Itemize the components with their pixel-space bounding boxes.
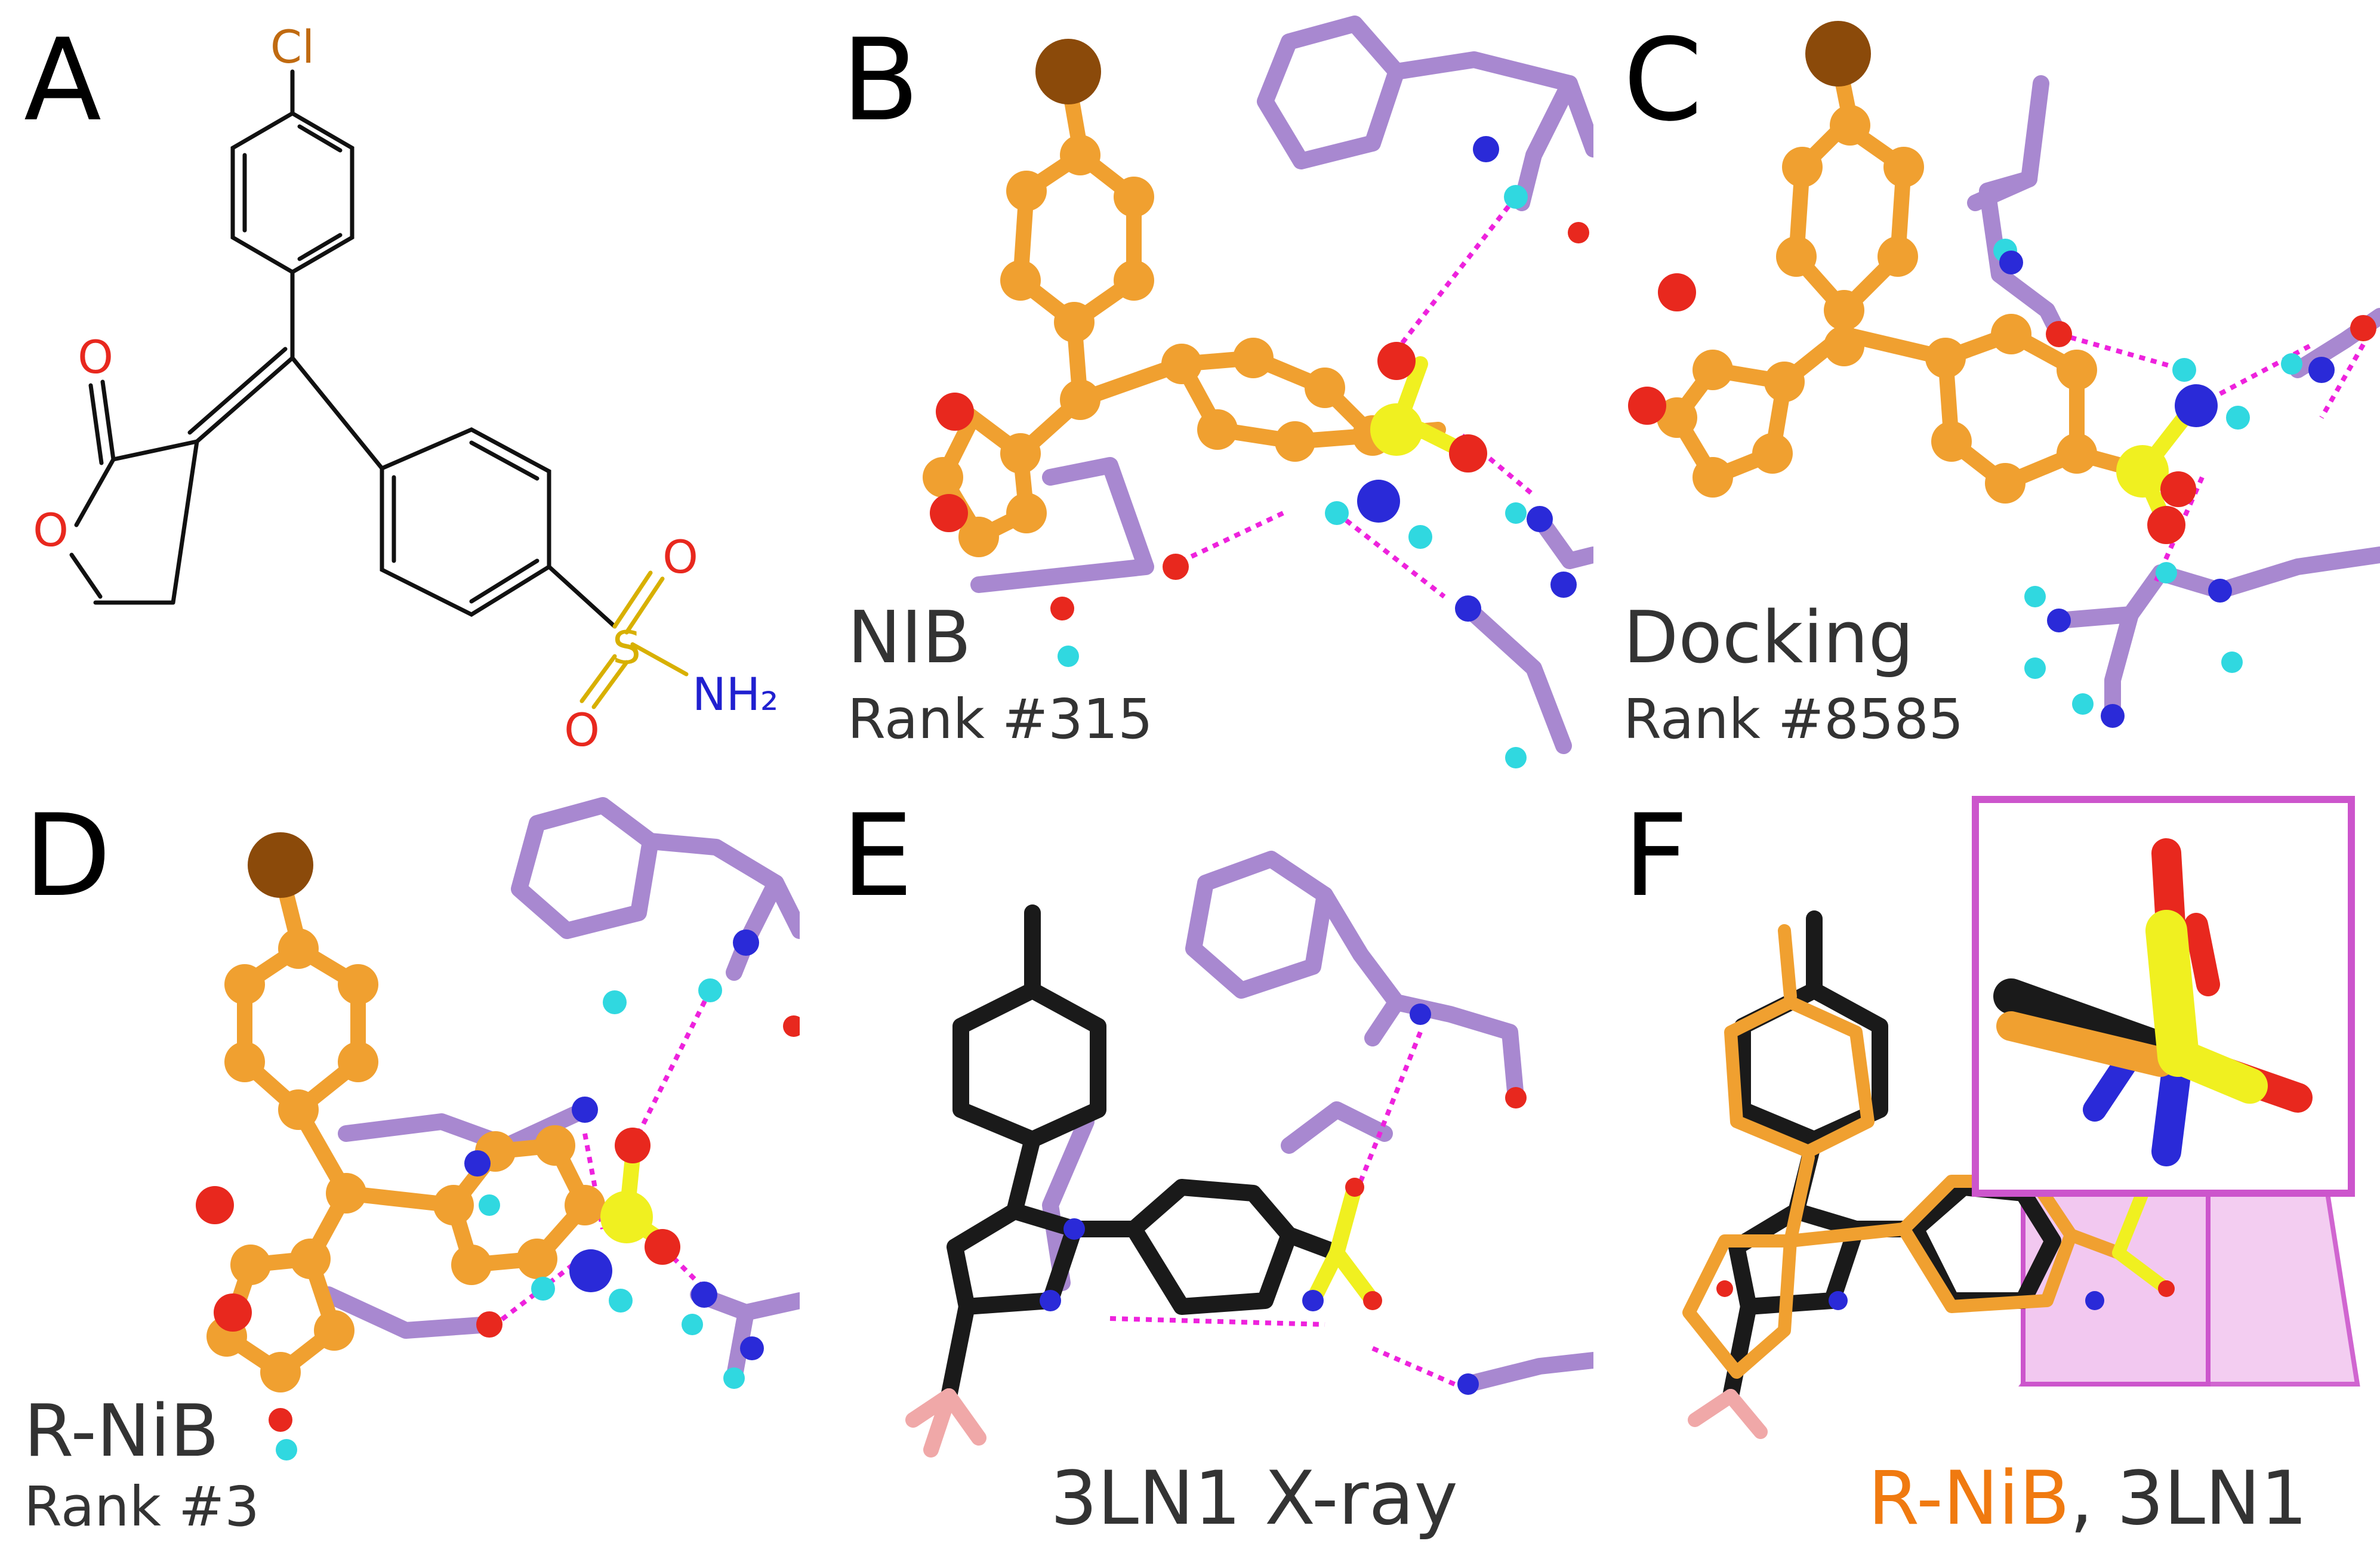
panel-label-d: D xyxy=(24,790,112,922)
panel-d: D R-NiB Rank #3 xyxy=(0,776,800,1547)
caption-f-separator: , xyxy=(2070,1456,2117,1542)
atom-o-s1-label: O xyxy=(662,530,698,583)
rank-label-b: Rank #315 xyxy=(847,687,1153,751)
panel-f: F R-NiB, 3LN1 xyxy=(1593,776,2380,1547)
caption-f-3ln1: 3LN1 xyxy=(2117,1456,2308,1542)
atom-o-s2-label: O xyxy=(564,703,600,756)
atom-nh2-label: NH₂ xyxy=(692,668,778,721)
rank-label-d: Rank #3 xyxy=(24,1475,260,1539)
rank-label-c: Rank #8585 xyxy=(1623,687,1964,751)
panel-label-f: F xyxy=(1623,790,1689,922)
caption-f-rnib: R-NiB xyxy=(1868,1456,2070,1542)
atom-cl-label: Cl xyxy=(270,20,315,73)
caption-e: 3LN1 X-ray xyxy=(1050,1456,1458,1542)
molecule-render-f xyxy=(1682,796,2360,1439)
panel-label-c: C xyxy=(1623,14,1703,146)
panel-label-b: B xyxy=(841,14,920,146)
panel-c: C Docking Rank #8585 xyxy=(1593,0,2380,770)
panel-label-e: E xyxy=(841,790,914,922)
panel-e: E 3LN1 X-ray xyxy=(800,776,1593,1547)
panel-label-a: A xyxy=(24,14,101,146)
caption-f: R-NiB, 3LN1 xyxy=(1868,1462,2308,1536)
method-label-b: NIB xyxy=(847,597,972,680)
atom-o-carbonyl-label: O xyxy=(78,331,113,384)
atom-s-label: S xyxy=(612,621,641,674)
atom-o-ring-label: O xyxy=(33,504,69,557)
method-label-d: R-NiB xyxy=(24,1390,220,1473)
panel-b: B NIB Rank #315 xyxy=(800,0,1593,770)
molecule-render-d xyxy=(196,797,800,1460)
molecule-render-e xyxy=(905,851,1593,1458)
method-label-c: Docking xyxy=(1623,597,1914,680)
molecule-render-c xyxy=(1628,21,2380,728)
molecule-render-b xyxy=(923,16,1593,768)
panel-a: Cl O O S O O NH₂ A xyxy=(0,0,800,770)
chemical-structure-2d: Cl O O S O O NH₂ xyxy=(33,20,778,756)
